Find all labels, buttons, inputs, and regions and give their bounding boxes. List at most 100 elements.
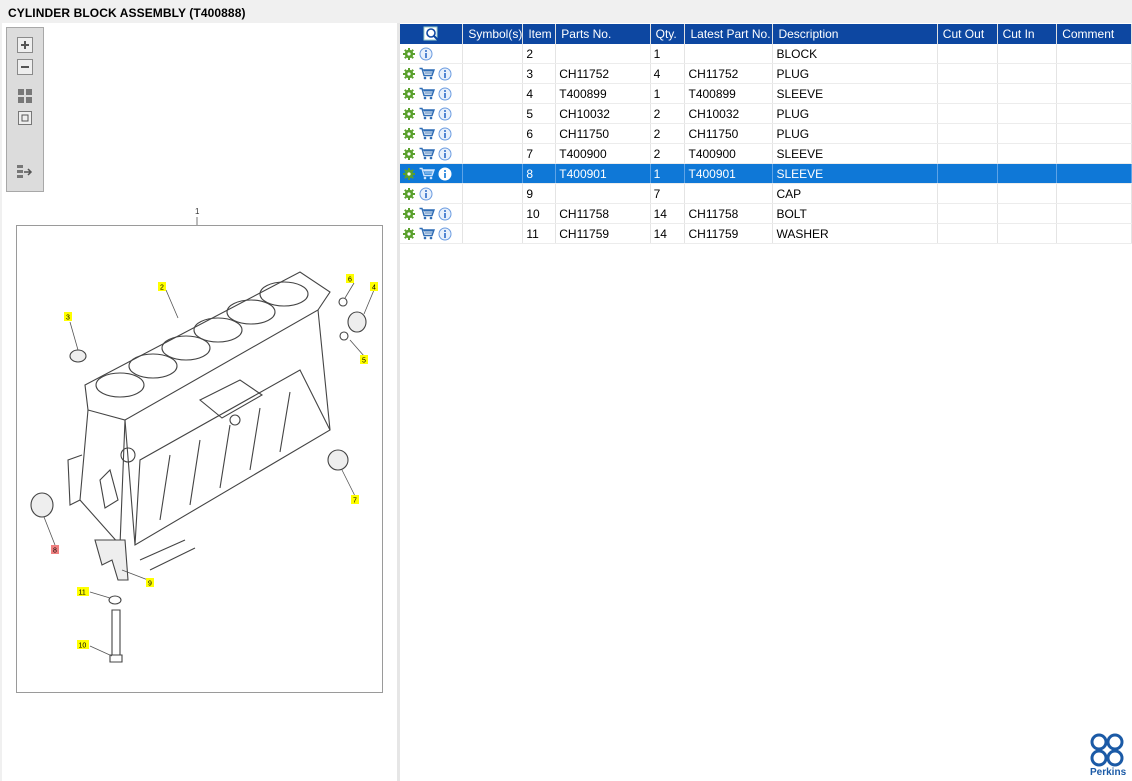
callout-8[interactable]: 8 <box>53 548 57 555</box>
callout-2[interactable]: 2 <box>160 285 164 292</box>
cell-item: 6 <box>522 123 557 144</box>
callout-7[interactable]: 7 <box>353 498 357 505</box>
column-header-qty[interactable]: Qty. <box>650 24 686 44</box>
gear-icon[interactable] <box>402 167 416 181</box>
callout-10[interactable]: 10 <box>79 643 87 650</box>
cart-icon[interactable] <box>419 107 435 121</box>
zoom-in-button[interactable] <box>16 36 34 54</box>
cell-cut-out <box>937 223 998 244</box>
gear-icon[interactable] <box>402 207 416 221</box>
cell-qty: 2 <box>650 143 686 164</box>
zoom-out-button[interactable] <box>16 58 34 76</box>
cell-latest-part-no: T400899 <box>684 83 774 104</box>
column-header-latest-part-no[interactable]: Latest Part No. <box>684 24 774 44</box>
cell-item: 11 <box>522 223 557 244</box>
cell-description: PLUG <box>772 123 938 144</box>
cell-cut-out <box>937 163 998 184</box>
callout-6[interactable]: 6 <box>348 277 352 284</box>
info-icon[interactable] <box>438 147 452 161</box>
cart-icon[interactable] <box>419 227 435 241</box>
info-icon[interactable] <box>438 167 452 181</box>
gear-icon[interactable] <box>402 87 416 101</box>
cart-icon[interactable] <box>419 87 435 101</box>
column-header-cut-in[interactable]: Cut In <box>997 24 1058 44</box>
column-header-description[interactable]: Description <box>772 24 938 44</box>
fit-all-icon <box>18 89 32 103</box>
cell-cut-in <box>997 44 1058 64</box>
cell-actions <box>400 183 464 204</box>
cell-symbols <box>462 123 524 144</box>
panel-splitter[interactable] <box>397 23 400 781</box>
info-icon[interactable] <box>438 107 452 121</box>
callout-3[interactable]: 3 <box>66 315 70 322</box>
callout-1[interactable]: 1 <box>195 207 200 216</box>
cell-description: SLEEVE <box>772 83 938 104</box>
cell-comment <box>1056 143 1132 164</box>
cell-description: PLUG <box>772 63 938 84</box>
info-icon[interactable] <box>438 67 452 81</box>
gear-icon[interactable] <box>402 227 416 241</box>
actual-size-button[interactable] <box>16 109 34 127</box>
cart-icon[interactable] <box>419 207 435 221</box>
cell-actions <box>400 103 464 124</box>
toggle-panel-button[interactable] <box>16 163 34 181</box>
info-icon[interactable] <box>438 127 452 141</box>
gear-icon[interactable] <box>402 147 416 161</box>
diagram-frame <box>16 225 383 693</box>
table-header: Symbol(s) Item Parts No. Qty. Latest Par… <box>400 24 1132 44</box>
info-icon[interactable] <box>438 227 452 241</box>
cell-cut-out <box>937 44 998 64</box>
callout-11[interactable]: 11 <box>79 590 86 597</box>
cart-icon[interactable] <box>419 67 435 81</box>
perkins-logo <box>1090 733 1124 767</box>
cell-parts-no: CH10032 <box>555 103 651 124</box>
cell-parts-no <box>555 44 651 64</box>
column-header-symbols[interactable]: Symbol(s) <box>462 24 524 44</box>
cell-parts-no: T400900 <box>555 143 651 164</box>
gear-icon[interactable] <box>402 187 416 201</box>
exploded-diagram[interactable]: 1 <box>0 0 397 781</box>
cart-icon[interactable] <box>419 167 435 181</box>
row-actions <box>400 227 462 241</box>
cell-cut-in <box>997 123 1058 144</box>
cell-cut-in <box>997 183 1058 204</box>
cart-icon[interactable] <box>419 127 435 141</box>
cell-description: CAP <box>772 183 938 204</box>
callout-4[interactable]: 4 <box>372 285 376 292</box>
cell-item: 3 <box>522 63 557 84</box>
cell-actions <box>400 63 464 84</box>
gear-icon[interactable] <box>402 67 416 81</box>
zoom-in-icon <box>17 37 33 53</box>
callout-9[interactable]: 9 <box>148 581 152 588</box>
column-header-cut-out[interactable]: Cut Out <box>937 24 998 44</box>
loose-parts-drawing <box>30 297 367 663</box>
cell-item: 4 <box>522 83 557 104</box>
info-icon[interactable] <box>438 207 452 221</box>
callout-5[interactable]: 5 <box>362 358 366 365</box>
column-header-item[interactable]: Item <box>522 24 557 44</box>
info-icon[interactable] <box>419 47 433 61</box>
gear-icon[interactable] <box>402 107 416 121</box>
column-header-tools[interactable] <box>400 24 464 44</box>
gear-icon[interactable] <box>402 47 416 61</box>
info-icon[interactable] <box>419 187 433 201</box>
cell-latest-part-no: CH11750 <box>684 123 774 144</box>
gear-icon[interactable] <box>402 127 416 141</box>
column-header-parts-no[interactable]: Parts No. <box>555 24 651 44</box>
info-icon[interactable] <box>438 87 452 101</box>
cart-icon[interactable] <box>419 147 435 161</box>
fit-all-button[interactable] <box>16 87 34 105</box>
parts-table: Symbol(s) Item Parts No. Qty. Latest Par… <box>400 24 1132 244</box>
column-header-comment[interactable]: Comment <box>1056 24 1132 44</box>
row-actions <box>400 67 462 81</box>
